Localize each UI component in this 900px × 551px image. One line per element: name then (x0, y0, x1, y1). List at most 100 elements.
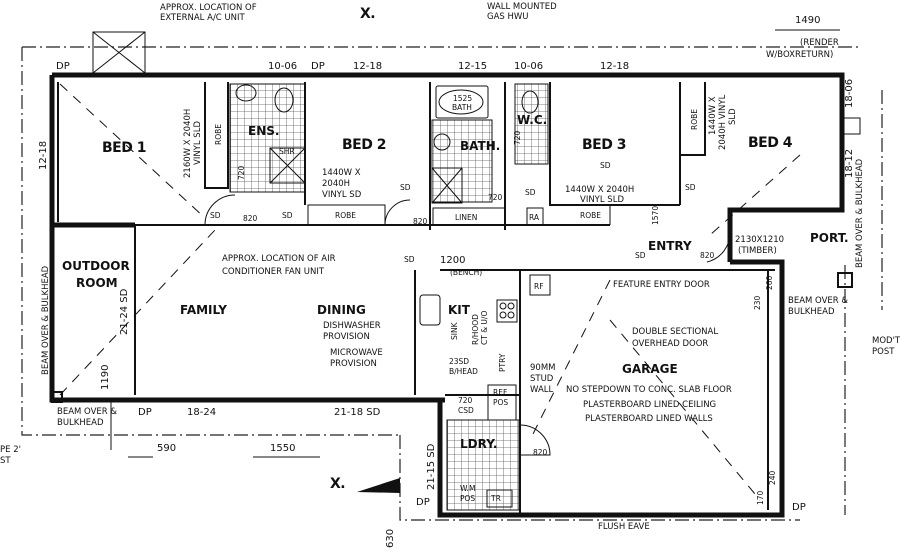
windows-bed1a-text: 2160W X 2040H (183, 109, 193, 178)
dims-top5-text: 12-18 (600, 61, 629, 72)
notes-flush-eave-text: FLUSH EAVE (598, 522, 650, 532)
room-garage: GARAGE (622, 362, 678, 376)
walls (49, 72, 845, 518)
notes-stud2-text: STUD (530, 374, 554, 384)
windows-bed1b-text: VINYL SLD (193, 121, 203, 165)
dims-d1490-text: 1490 (795, 15, 820, 26)
notes-modt1-text: MOD'T (872, 336, 900, 346)
dims-top3-text: 12-15 (458, 61, 487, 72)
notes-beam-l1-text: BEAM OVER & (57, 407, 117, 417)
dims-d240-text: 240 (768, 470, 777, 485)
dims-r1-text: 18-06 (844, 79, 855, 108)
basin-icon (433, 133, 451, 151)
labels-linen-text: LINEN (455, 213, 477, 222)
dimensions: 10-06 12-18 12-15 10-06 12-18 12-18 21-2… (38, 15, 855, 548)
laundry-tiles (446, 419, 520, 511)
notes-acfan2-text: CONDITIONER FAN UNIT (222, 267, 325, 277)
notes-garage3-text: PLASTERBOARD LINED WALLS (585, 414, 713, 424)
dims-door720-text: 720 (513, 130, 522, 145)
labels-wm1-text: W.M (460, 484, 475, 493)
dims-door720-text: 720 (237, 165, 246, 180)
room-labels: BED 1 ENS. BED 2 BATH. W.C. BED 3 BED 4 … (62, 113, 849, 451)
labels-sd-text: SD (600, 161, 611, 170)
labels-shr-text: SHR (279, 147, 295, 156)
ac-unit-icon (92, 31, 146, 74)
room-kitchen: KIT (448, 303, 471, 317)
notes-stud3-text: WALL (530, 385, 553, 395)
toilet-icon (521, 90, 539, 114)
dims-door820-text: 820 (243, 214, 258, 223)
notes-render1-text: (RENDER (800, 38, 839, 48)
fixtures (51, 31, 861, 508)
dims-ldry-sd-text: 21-15 SD (426, 443, 437, 490)
notes-beam-vl-text: BEAM OVER & BULKHEAD (41, 265, 51, 375)
notes-mw2-text: PROVISION (330, 359, 377, 369)
notes-beam-vr-text: BEAM OVER & BULKHEAD (855, 158, 865, 268)
dims-top1-text: 10-06 (268, 61, 297, 72)
windows-bed3b-text: VINYL SLD (580, 195, 624, 205)
labels-bath-size-text: 1525 (453, 94, 472, 103)
section-marker-x-bottom: X. (330, 476, 345, 492)
room-laundry: LDRY. (460, 437, 497, 451)
notes-feature-door-text: FEATURE ENTRY DOOR (613, 280, 710, 290)
shower-icon (269, 147, 306, 184)
labels-dp-text: DP (138, 407, 152, 418)
room-bed-4: BED 4 (748, 135, 793, 151)
dims-outdoor-sd-text: 21-24 SD (119, 288, 130, 335)
room-bed-2: BED 2 (342, 137, 386, 153)
windows-bed4b-text: 2040H VINYL (718, 94, 728, 150)
notes-hwu2-text: GAS HWU (487, 12, 529, 22)
section-marker-x-top: X. (360, 6, 375, 22)
labels-sd-text: SD (282, 211, 293, 220)
labels-ref2-text: POS (493, 398, 508, 407)
labels-rf-text: RF (534, 282, 544, 291)
notes-ohd2-text: OVERHEAD DOOR (632, 339, 708, 349)
labels-sink-text: SINK (450, 321, 459, 340)
ceiling-lines (59, 83, 801, 501)
labels-bh1-text: 23SD (449, 357, 469, 366)
cooktop-icon (496, 299, 518, 323)
labels-robe-text: ROBE (580, 211, 601, 220)
fixture-labels: ROBE ROBE ROBE ROBE LINEN RA RF SHR 1525… (56, 6, 806, 513)
dims-door820-text: 820 (533, 448, 548, 457)
windows-bed2b-text: 2040H (322, 179, 350, 189)
room-entry: ENTRY (648, 239, 692, 253)
room-ensuite: ENS. (248, 124, 279, 138)
labels-sd-text: SD (210, 211, 221, 220)
dims-d590-text: 590 (157, 443, 176, 454)
room-bed-1: BED 1 (102, 140, 146, 156)
labels-dp-text: DP (792, 502, 806, 513)
section-marker-icon (357, 478, 400, 493)
labels-bath-word-text: BATH (452, 103, 472, 112)
notes-dw2-text: PROVISION (323, 332, 370, 342)
labels-sd-text: SD (400, 183, 411, 192)
room-porch: PORT. (810, 231, 849, 245)
dims-top2-text: 12-18 (353, 61, 382, 72)
basin-icon (235, 84, 257, 102)
windows-entry-b-text: (TIMBER) (738, 246, 777, 256)
labels-bench-w-text: 1200 (440, 255, 465, 266)
notes-mw1-text: MICROWAVE (330, 348, 383, 358)
windows-bed4c-text: SLD (728, 108, 738, 125)
dims-door820-text: 820 (413, 217, 428, 226)
notes-hwu1-text: WALL MOUNTED (487, 2, 557, 12)
dims-bot1-text: 18-24 (187, 407, 216, 418)
notes-beam-l2-text: BULKHEAD (57, 418, 104, 428)
labels-tr-text: TR (490, 494, 501, 503)
notes: APPROX. LOCATION OF EXTERNAL A/C UNIT WA… (0, 2, 900, 532)
labels-csd2-text: CSD (458, 406, 474, 415)
dims-d170-text: 170 (756, 490, 765, 505)
labels-wm2-text: POS (460, 494, 475, 503)
notes-ohd1-text: DOUBLE SECTIONAL (632, 327, 718, 337)
labels-robe-text: ROBE (690, 109, 699, 130)
labels-dp-text: DP (416, 497, 430, 508)
labels-bench-text: (BENCH) (450, 268, 482, 277)
post-icon (51, 391, 63, 403)
sink-icon (419, 294, 441, 326)
room-family: FAMILY (180, 303, 227, 317)
labels-sd-text: SD (635, 251, 646, 260)
dims-door720-text: 720 (488, 193, 503, 202)
labels-rhood1-text: R/HOOD (471, 314, 480, 345)
notes-ac-ext2-text: EXTERNAL A/C UNIT (160, 13, 246, 23)
